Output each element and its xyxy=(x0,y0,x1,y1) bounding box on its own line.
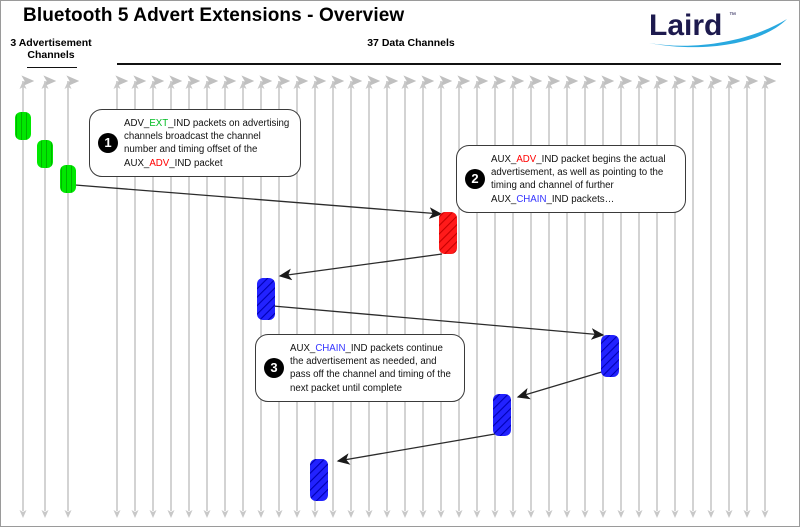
adv-packet-2 xyxy=(37,140,53,168)
channel-lines xyxy=(19,75,777,518)
arrow-adv-to-auxadv xyxy=(74,184,443,219)
callout-text-2: AUX_ADV_IND packet begins the actual adv… xyxy=(491,154,666,205)
data-channels-header: 37 Data Channels xyxy=(367,37,455,49)
packet-blocks xyxy=(15,112,619,501)
adv-packet-1 xyxy=(15,112,31,140)
callout-text-3: AUX_CHAIN_IND packets continue the adver… xyxy=(290,343,451,394)
callout-number-2: 2 xyxy=(465,169,485,189)
data-header-rule xyxy=(117,63,781,65)
svg-text:™: ™ xyxy=(729,12,736,19)
arrow-chain3-to-chain4 xyxy=(336,433,496,465)
arrow-auxadv-to-chain1 xyxy=(278,253,443,281)
callout-aux-chain-ind: 3 AUX_CHAIN_IND packets continue the adv… xyxy=(255,334,465,402)
aux-chain-packet-4 xyxy=(310,459,328,501)
aux-chain-packet-3 xyxy=(493,394,511,436)
packet-arrows xyxy=(74,184,606,465)
svg-text:Laird: Laird xyxy=(649,9,722,42)
aux-chain-packet-1 xyxy=(257,278,275,320)
callout-number-1: 1 xyxy=(98,133,118,153)
arrow-chain2-to-chain3 xyxy=(516,370,606,400)
aux-chain-packet-2 xyxy=(601,335,619,377)
advertisement-channels-header: 3 Advertisement Channels xyxy=(10,37,92,61)
callout-adv-ext-ind: 1 ADV_EXT_IND packets on advertising cha… xyxy=(89,109,301,177)
aux-adv-packet xyxy=(439,212,457,254)
callout-number-3: 3 xyxy=(264,358,284,378)
page-title: Bluetooth 5 Advert Extensions - Overview xyxy=(23,5,405,26)
arrow-chain1-to-chain2 xyxy=(272,305,605,340)
callout-aux-adv-ind: 2 AUX_ADV_IND packet begins the actual a… xyxy=(456,145,686,213)
callout-text-1: ADV_EXT_IND packets on advertising chann… xyxy=(124,118,290,169)
adv-packet-3 xyxy=(60,165,76,193)
advertisement-header-rule xyxy=(27,67,77,68)
laird-logo: Laird ™ xyxy=(649,9,787,48)
